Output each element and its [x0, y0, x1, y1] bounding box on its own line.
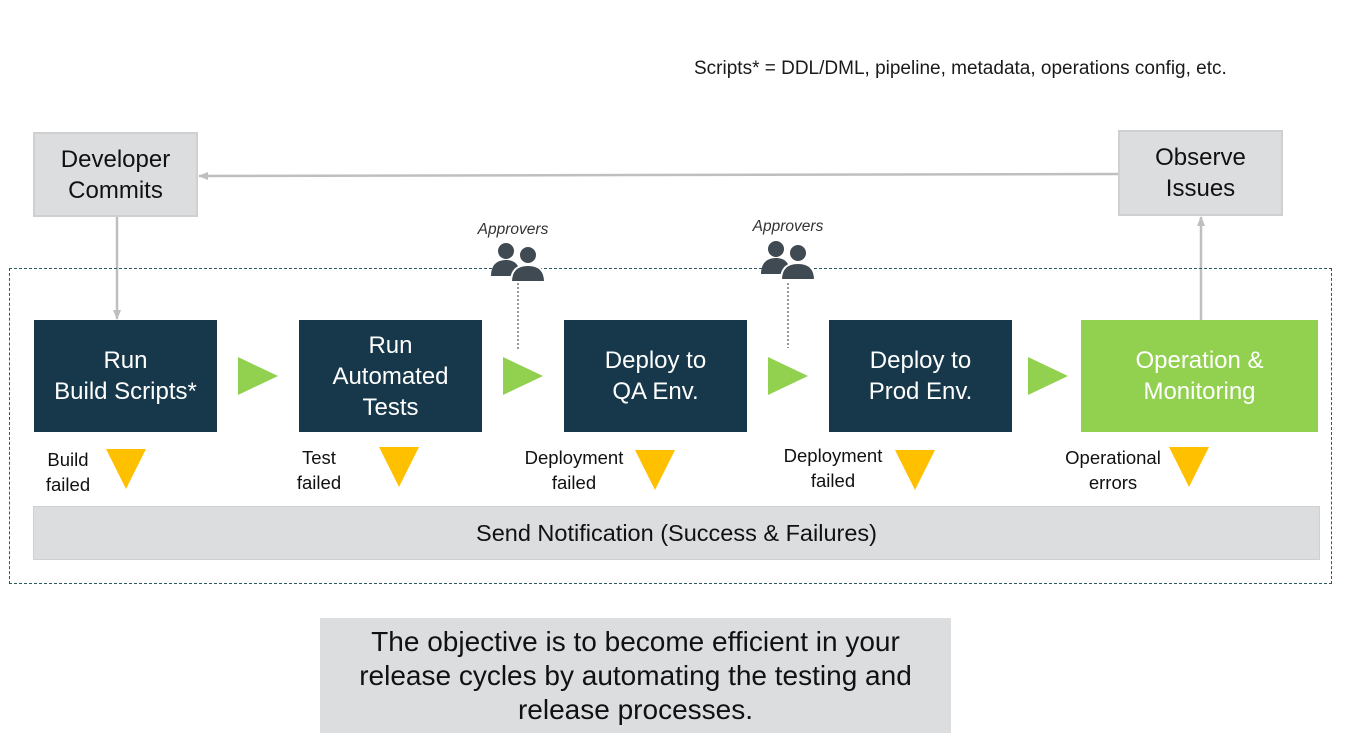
stage-5-line-1: Operation & — [1135, 347, 1264, 374]
failure-1-line-1: Build — [47, 449, 89, 470]
stage-3-line-1: Deploy to — [604, 347, 707, 374]
stage-operation-monitoring: Operation & Monitoring — [1081, 320, 1318, 432]
warning-triangle-icon — [635, 450, 675, 490]
play-triangle-icon — [503, 357, 543, 395]
observe-issues-line-1: Observe — [1155, 144, 1246, 171]
stage-deploy-prod: Deploy to Prod Env. — [829, 320, 1012, 432]
failure-4-line-1: Deployment — [783, 445, 883, 466]
people-group-icon — [491, 243, 547, 282]
warning-triangle-icon — [379, 447, 419, 487]
developer-commits-line-1: Developer — [60, 145, 171, 173]
failure-label-operational: Operational errors — [1065, 445, 1161, 495]
scripts-footnote: Scripts* = DDL/DML, pipeline, metadata, … — [694, 58, 1227, 79]
stage-3-line-2: QA Env. — [612, 378, 699, 405]
failure-5-line-2: errors — [1088, 472, 1138, 493]
stage-1-line-1: Run — [103, 347, 148, 374]
failure-5-line-1: Operational — [1065, 447, 1161, 468]
people-group-icon — [761, 241, 817, 280]
stage-2-line-1: Run — [368, 331, 413, 359]
send-notification-bar: Send Notification (Success & Failures) — [33, 506, 1320, 560]
stage-2-line-2: Automated — [332, 362, 449, 390]
observe-issues-line-2: Issues — [1165, 175, 1236, 202]
failure-2-line-2: failed — [296, 472, 342, 493]
objective-line-3: release processes. — [517, 693, 753, 725]
failure-2-line-1: Test — [302, 447, 336, 468]
warning-triangle-icon — [106, 449, 146, 489]
stage-5-line-2: Monitoring — [1143, 378, 1256, 405]
approvers-label-qa: Approvers — [477, 221, 549, 238]
feedback-arrow — [198, 171, 1119, 180]
developer-commits-box: Developer Commits — [33, 132, 198, 217]
stage-deploy-qa: Deploy to QA Env. — [564, 320, 747, 432]
stage-run-automated-tests: Run Automated Tests — [299, 320, 482, 432]
failure-4-line-2: failed — [810, 470, 856, 491]
failure-1-line-2: failed — [45, 474, 91, 495]
failure-label-deploy-prod: Deployment failed — [784, 443, 883, 493]
failure-3-line-2: failed — [551, 472, 597, 493]
objective-line-1: The objective is to become efficient in … — [371, 625, 900, 657]
stage-run-build-scripts: Run Build Scripts* — [34, 320, 217, 432]
warning-triangle-icon — [1169, 447, 1209, 487]
play-triangle-icon — [1028, 357, 1068, 395]
approvers-label-prod: Approvers — [752, 218, 824, 235]
objective-callout: The objective is to become efficient in … — [320, 618, 951, 733]
pipeline-boundary — [9, 268, 1332, 584]
observe-issues-box: Observe Issues — [1118, 130, 1283, 216]
warning-triangle-icon — [895, 450, 935, 490]
failure-label-deploy-qa: Deployment failed — [525, 445, 624, 495]
stage-1-line-2: Build Scripts* — [54, 378, 197, 405]
stage-4-line-1: Deploy to — [869, 347, 972, 374]
developer-commits-line-2: Commits — [68, 176, 163, 204]
play-triangle-icon — [768, 357, 808, 395]
stage-2-line-3: Tests — [362, 393, 419, 421]
failure-3-line-1: Deployment — [524, 447, 624, 468]
stage-4-line-2: Prod Env. — [868, 378, 973, 405]
play-triangle-icon — [238, 357, 278, 395]
failure-label-build: Build failed — [46, 447, 90, 497]
failure-label-test: Test failed — [297, 445, 341, 495]
objective-line-2: release cycles by automating the testing… — [359, 659, 912, 691]
